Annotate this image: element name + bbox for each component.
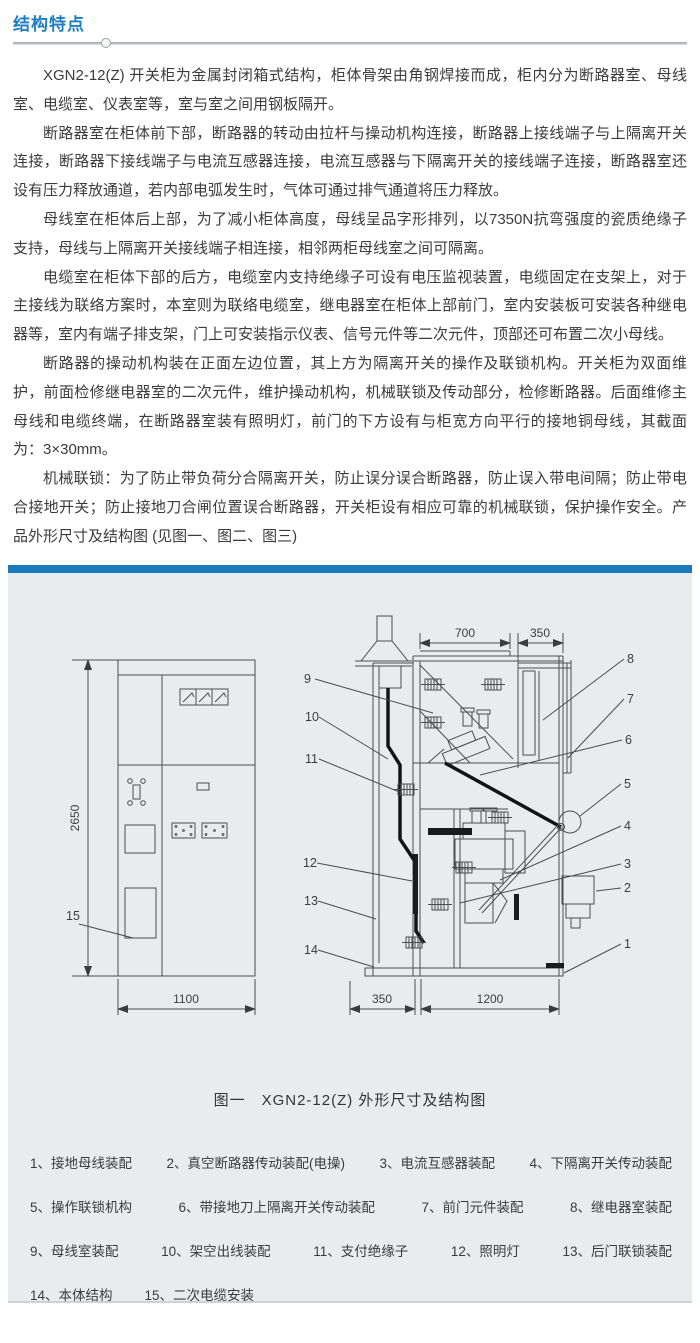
breaker-assembly [454, 807, 526, 924]
legend-item: 1、接地母线装配 [30, 1155, 133, 1171]
dim-front-width: 1100 [173, 992, 199, 1006]
indicator-cluster [127, 777, 146, 806]
outlet-cable [386, 687, 426, 944]
roof-bushing [355, 615, 412, 689]
engineering-drawing: 2650 1100 15 [66, 615, 634, 1015]
legend-item: 15、二次电缆安装 [144, 1287, 255, 1303]
leader-15 [78, 923, 134, 939]
motor-drive-box [561, 875, 595, 929]
callout-1: 1 [624, 937, 631, 951]
callout-13: 13 [304, 894, 318, 908]
support-insulators [393, 678, 513, 949]
callout-leaders [314, 658, 625, 973]
legend-item: 9、母线室装配 [30, 1243, 119, 1259]
page-title: 结构特点 [13, 15, 85, 34]
paragraphs: XGN2-12(Z) 开关柜为金属封闭箱式结构，柜体骨架由角钢焊接而成，柜内分为… [13, 62, 687, 552]
legend-item: 8、继电器室装配 [569, 1199, 672, 1215]
legend-item: 3、电流互感器装配 [379, 1155, 495, 1171]
side-view-structure [364, 650, 572, 977]
callout-12: 12 [303, 856, 317, 870]
front-view-dimensions [72, 658, 256, 1015]
legend-item: 11、支付绝缘子 [313, 1243, 409, 1259]
ground-busbar [546, 962, 564, 968]
callout-7: 7 [627, 692, 634, 706]
legend-row: 5、操作联锁机构 6、带接地刀上隔离开关传动装配 7、前门元件装配 8、继电器室装配 [30, 1196, 672, 1216]
legend-item: 13、后门联锁装配 [562, 1243, 672, 1259]
lamp-bar [413, 853, 418, 914]
legend-item: 2、真空断路器传动装配(电操) [166, 1155, 346, 1171]
divider-dot-icon [101, 38, 111, 48]
dim-bottom-front: 350 [372, 992, 392, 1006]
text-section: 结构特点 XGN2-12(Z) 开关柜为金属封闭箱式结构，柜体骨架由角钢焊接而成… [0, 0, 700, 552]
figure-legend: 1、接地母线装配 2、真空断路器传动装配(电操) 3、电流互感器装配 4、下隔离开关传… [8, 1152, 692, 1304]
instrument-plates [171, 822, 228, 839]
dim-top-width: 700 [455, 626, 475, 640]
paragraph: 断路器室在柜体前下部，断路器的转动由拉杆与操动机构连接，断路器上接线端子与上隔离… [13, 124, 687, 200]
legend-row: 14、本体结构 15、二次电缆安装 [30, 1284, 672, 1304]
legend-item: 10、架空出线装配 [161, 1243, 271, 1259]
callout-10: 10 [305, 710, 319, 724]
callout-6: 6 [625, 733, 632, 747]
dim-top-rear: 350 [530, 626, 550, 640]
callout-14: 14 [304, 943, 318, 957]
figure-caption: 图一 XGN2-12(Z) 外形尺寸及结构图 [213, 1091, 487, 1109]
paragraph: XGN2-12(Z) 开关柜为金属封闭箱式结构，柜体骨架由角钢焊接而成，柜内分为… [13, 67, 687, 113]
legend-row: 9、母线室装配 10、架空出线装配 11、支付绝缘子 12、照明灯 13、后门联锁装配 [30, 1240, 672, 1260]
legend-row: 1、接地母线装配 2、真空断路器传动装配(电操) 3、电流互感器装配 4、下隔离开关传… [30, 1152, 672, 1172]
paragraph: 断路器的操动机构装在正面左边位置，其上方为隔离开关的操作及联锁机构。开关柜为双面… [13, 354, 687, 459]
legend-item: 12、照明灯 [450, 1243, 520, 1259]
legend-item: 6、带接地刀上隔离开关传动装配 [178, 1199, 375, 1215]
drive-bar [428, 827, 472, 835]
dim-height: 2650 [68, 804, 82, 831]
switch-indicators [179, 688, 229, 706]
side-view-dimensions [349, 632, 564, 1015]
title-divider [13, 38, 687, 48]
legend-item: 4、下隔离开关传动装配 [529, 1155, 672, 1171]
callout-3: 3 [624, 857, 631, 871]
inspection-window-2 [124, 887, 157, 939]
dim-bottom-depth: 1200 [477, 992, 504, 1006]
callout-15: 15 [66, 909, 80, 923]
legend-item: 5、操作联锁机构 [30, 1199, 133, 1215]
figure-panel: 2650 1100 15 [8, 564, 692, 1304]
paragraph: 机械联锁：为了防止带负荷分合隔离开关，防止误分误合断路器，防止误入带电间隔；防止… [13, 470, 687, 545]
legend-item: 14、本体结构 [30, 1287, 113, 1303]
panel-accent-bar [8, 564, 692, 573]
isolator-drive [427, 707, 491, 766]
nameplate [196, 782, 210, 791]
callout-9: 9 [304, 672, 311, 686]
callout-11: 11 [305, 752, 318, 766]
callout-8: 8 [627, 652, 634, 666]
inspection-window-1 [124, 824, 156, 854]
callout-4: 4 [624, 819, 631, 833]
paragraph: 电缆室在柜体下部的后方，电缆室内支持绝缘子可设有电压监视装置，电缆固定在支架上，… [13, 268, 687, 344]
callout-2: 2 [624, 881, 631, 895]
paragraph: 母线室在柜体后上部，为了减小柜体高度，母线呈品字形排列，以7350N抗弯强度的瓷… [13, 210, 687, 257]
legend-item: 7、前门元件装配 [421, 1199, 524, 1215]
ct-bar [514, 893, 519, 920]
front-view [117, 659, 256, 977]
callout-5: 5 [624, 777, 631, 791]
